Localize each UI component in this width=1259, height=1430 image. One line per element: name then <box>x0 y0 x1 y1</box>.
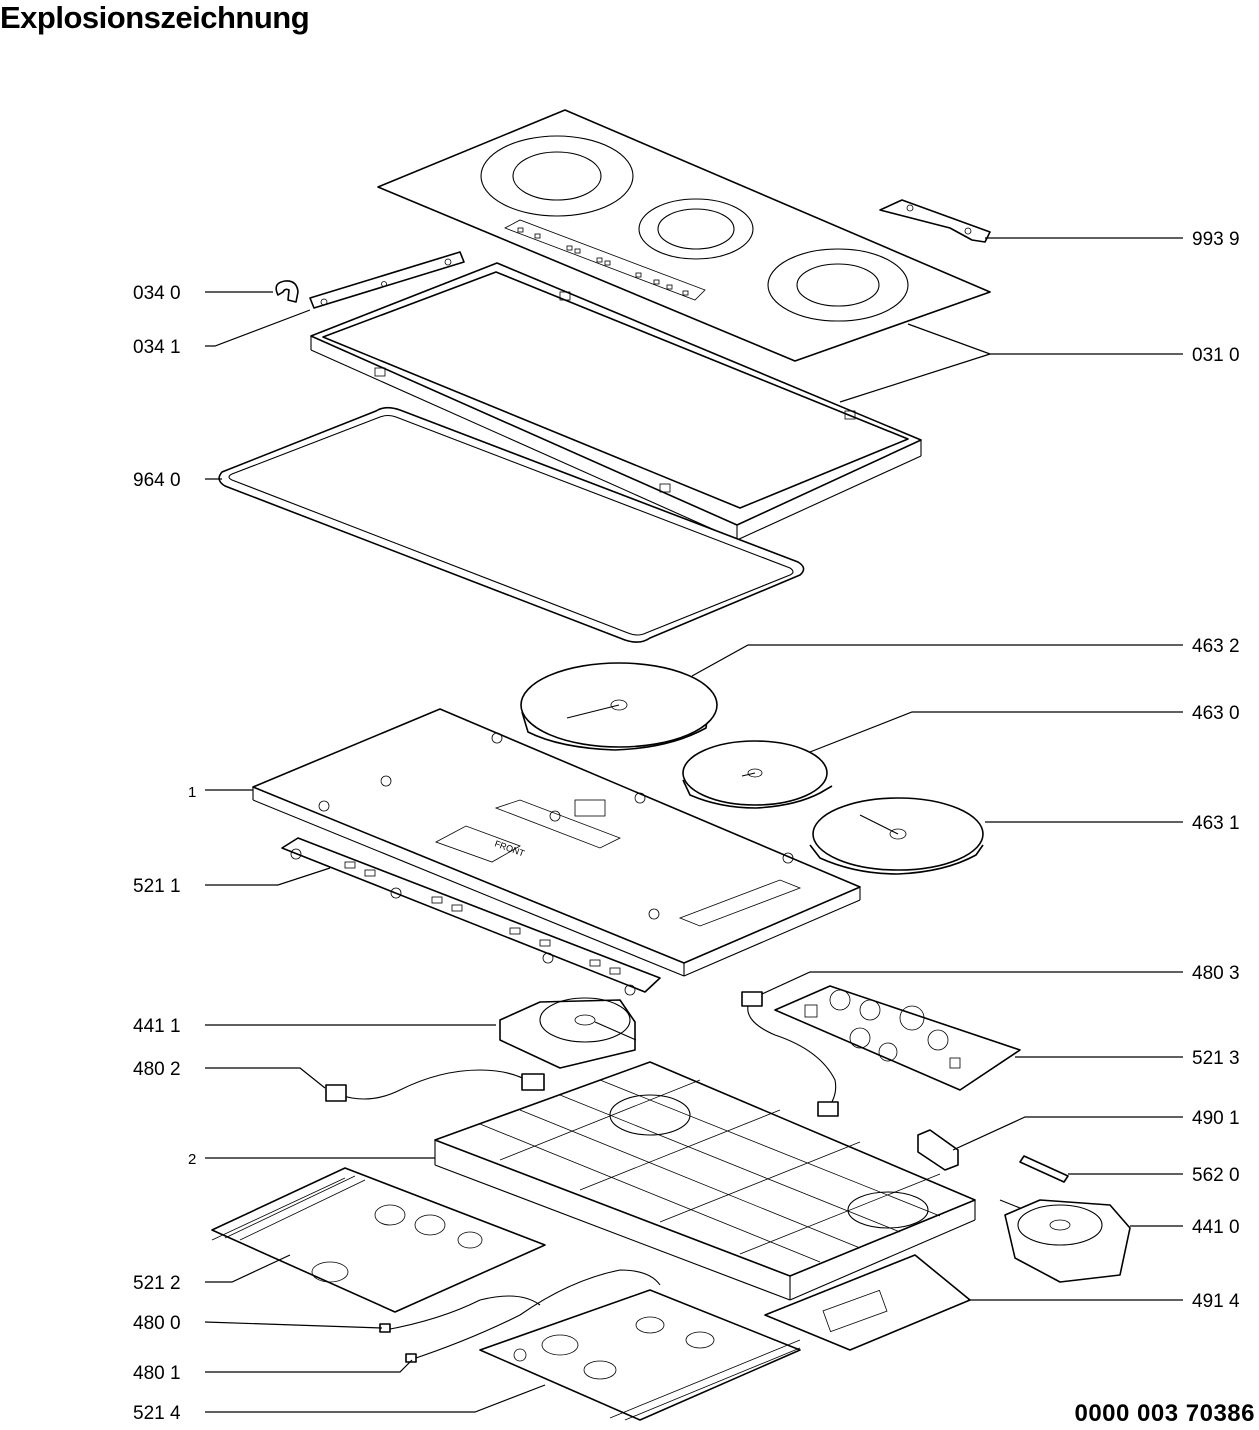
part-number-labels: 993 9 034 0 034 1 031 0 964 0 463 2 463 … <box>133 229 1240 1424</box>
label-034-1: 034 1 <box>133 337 181 358</box>
label-993-9: 993 9 <box>1192 229 1240 250</box>
label-480-2: 480 2 <box>133 1059 181 1080</box>
cable-part-upper <box>325 1069 545 1102</box>
clip-part <box>275 280 299 303</box>
label-521-1: 521 1 <box>133 876 181 897</box>
housing-part <box>434 1061 976 1301</box>
label-491-4: 491 4 <box>1192 1291 1240 1312</box>
power-board-bottom <box>479 1289 801 1421</box>
label-521-4: 521 4 <box>133 1403 181 1424</box>
glass-cooktop-part <box>377 109 991 362</box>
control-board-part <box>281 837 661 996</box>
label-480-0: 480 0 <box>133 1313 181 1334</box>
base-plate-part: FRONT <box>252 708 861 977</box>
frame-part <box>310 262 922 541</box>
page-title: Explosionszeichnung <box>0 0 310 35</box>
power-board-part <box>774 985 1021 1091</box>
holder-part <box>917 1129 959 1171</box>
label-463-1: 463 1 <box>1192 813 1240 834</box>
label-2: 2 <box>188 1151 196 1168</box>
label-441-1: 441 1 <box>133 1016 181 1037</box>
label-562-0: 562 0 <box>1192 1165 1240 1186</box>
rail-part <box>309 251 465 309</box>
label-441-0: 441 0 <box>1192 1217 1240 1238</box>
induction-coil-large <box>520 662 718 751</box>
label-480-1: 480 1 <box>133 1363 181 1384</box>
cable-part-right <box>741 991 839 1117</box>
document-number: 0000 003 70386 <box>1074 1400 1255 1427</box>
leader-lines <box>204 237 1183 1413</box>
power-board-left <box>211 1167 546 1313</box>
induction-coil-medium <box>809 797 984 875</box>
label-463-0: 463 0 <box>1192 703 1240 724</box>
label-034-0: 034 0 <box>133 283 181 304</box>
label-463-2: 463 2 <box>1192 636 1240 657</box>
label-521-2: 521 2 <box>133 1273 181 1294</box>
gasket-part <box>218 406 805 643</box>
label-031-0: 031 0 <box>1192 345 1240 366</box>
fuse-part <box>1019 1155 1069 1183</box>
fan-part-upper <box>499 997 637 1069</box>
label-1: 1 <box>188 784 196 801</box>
label-964-0: 964 0 <box>133 470 181 491</box>
induction-coil-small <box>682 740 833 809</box>
bracket-part <box>879 199 991 243</box>
label-490-1: 490 1 <box>1192 1108 1240 1129</box>
label-480-3: 480 3 <box>1192 963 1240 984</box>
fan-part-lower <box>999 1199 1131 1283</box>
label-521-3: 521 3 <box>1192 1048 1240 1069</box>
